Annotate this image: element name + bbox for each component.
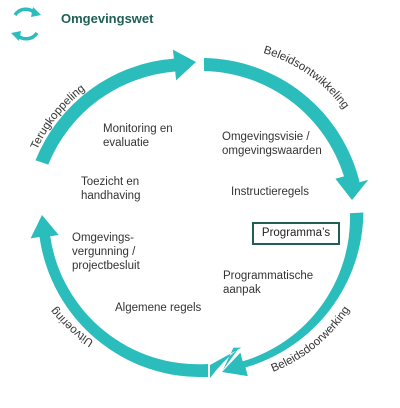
node-algemene-regels: Algemene regels xyxy=(115,302,202,314)
cycle-arrows xyxy=(35,49,369,378)
page-title: Omgevingswet xyxy=(61,11,154,26)
node-vergunning: Omgevings- vergunning / projectbesluit xyxy=(72,232,140,272)
node-instructieregels: Instructieregels xyxy=(231,186,309,198)
cycle-arrows-shapes xyxy=(30,212,364,378)
header: Omgevingswet xyxy=(0,0,400,46)
programmas-highlight-box[interactable]: Programma’s xyxy=(252,222,340,245)
cycle-arrows-icon xyxy=(11,7,41,41)
node-programmatische-aanpak: Programmatische aanpak xyxy=(223,270,314,296)
arrow-right xyxy=(204,58,369,200)
phase-beleidsdoorwerking: Beleidsdoorwerking xyxy=(269,304,352,374)
arrow-top xyxy=(35,49,196,165)
arrow-bottom xyxy=(210,347,242,378)
node-toezicht: Toezicht en handhaving xyxy=(81,176,141,202)
node-monitoring: Monitoring en evaluatie xyxy=(103,123,173,149)
node-omgevingsvisie: Omgevingsvisie / omgevingswaarden xyxy=(222,131,322,157)
